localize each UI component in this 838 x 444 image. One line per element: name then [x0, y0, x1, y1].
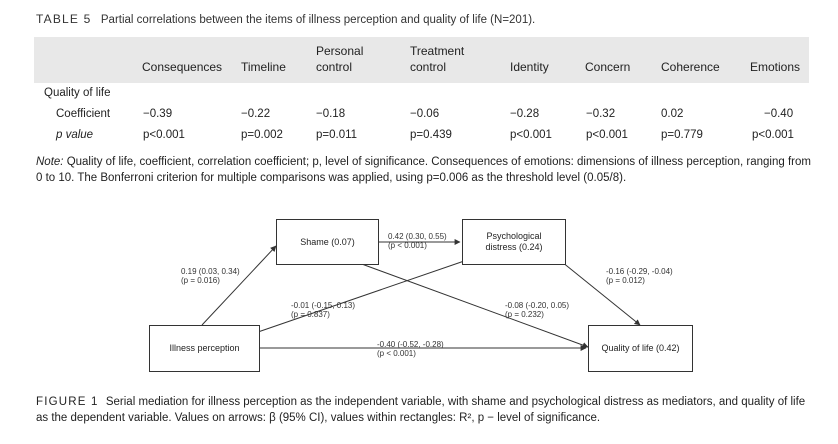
table-cell: p=0.011	[316, 129, 358, 141]
label-shame-distress: 0.42 (0.30, 0.55) (p < 0.001)	[388, 232, 447, 250]
table-cell: −0.39	[143, 108, 173, 120]
col-header-consequences: Consequences	[142, 60, 223, 74]
label-illness-qol-beta: -0.40 (-0.52, -0.28)	[377, 340, 444, 349]
table-cell: p<0.001	[510, 129, 552, 141]
figure-label: FIGURE 1	[36, 396, 99, 408]
label-shame-qol-p: (p = 0.232)	[505, 310, 544, 319]
table-cell: −0.28	[510, 108, 540, 120]
arrow-distress-to-qol	[561, 261, 641, 326]
box-shame: Shame (0.07)	[276, 219, 379, 265]
arrow-shame-to-qol	[339, 255, 589, 348]
table-header: Consequences Timeline Personal control T…	[34, 37, 809, 83]
col-header-treatment-control-line1: Treatment	[410, 44, 465, 58]
table-cell: p=0.002	[241, 129, 283, 141]
col-header-concern: Concern	[585, 60, 631, 74]
label-illness-shame: 0.19 (0.03, 0.34) (p = 0.016)	[181, 267, 240, 285]
box-distress-line2: distress (0.24)	[485, 242, 543, 252]
col-header-personal-control-line2: control	[316, 60, 353, 74]
col-header-personal-control-line1: Personal	[316, 44, 364, 58]
table-title: TABLE 5 Partial correlations between the…	[36, 12, 535, 26]
box-psychological-distress: Psychological distress (0.24)	[462, 219, 566, 265]
table-cell: 0.02	[661, 108, 684, 120]
table-note: Note: Quality of life, coefficient, corr…	[36, 154, 816, 186]
box-illness-perception: Illness perception	[149, 325, 260, 372]
row-label-p-value: p value	[56, 129, 94, 141]
label-illness-distress-beta: -0.01 (-0.15, 0.13)	[291, 301, 356, 310]
table-cell: −0.06	[410, 108, 440, 120]
table-label: TABLE 5	[36, 12, 92, 26]
label-illness-distress-p: (p = 0.837)	[291, 310, 330, 319]
label-shame-distress-beta: 0.42 (0.30, 0.55)	[388, 232, 447, 241]
row-label-coefficient: Coefficient	[56, 108, 111, 120]
label-illness-shame-beta: 0.19 (0.03, 0.34)	[181, 267, 240, 276]
table-caption: Partial correlations between the items o…	[100, 14, 536, 26]
arrow-illness-to-distress	[257, 257, 471, 333]
table-note-label: Note:	[36, 156, 64, 168]
figure-caption-text: Serial mediation for illness perception …	[36, 396, 806, 424]
label-illness-qol-p: (p < 0.001)	[377, 349, 416, 358]
table-cell: p<0.001	[143, 129, 185, 141]
mediation-diagram: Shame (0.07) Psychological distress (0.2…	[140, 212, 720, 382]
table-cell: p=0.439	[410, 129, 452, 141]
table-cell: −0.22	[241, 108, 271, 120]
table-cell: −0.18	[316, 108, 346, 120]
col-header-identity: Identity	[510, 60, 549, 74]
table-cell: p<0.001	[586, 129, 628, 141]
arrow-illness-to-shame	[201, 245, 277, 326]
box-quality-of-life: Quality of life (0.42)	[588, 325, 693, 372]
table-cell: p=0.779	[661, 129, 703, 141]
label-distress-qol-beta: -0.16 (-0.29, -0.04)	[606, 267, 673, 276]
table-cell: p<0.001	[752, 129, 794, 141]
label-shame-distress-p: (p < 0.001)	[388, 241, 427, 250]
label-illness-qol: -0.40 (-0.52, -0.28) (p < 0.001)	[377, 340, 444, 358]
figure-caption: FIGURE 1 Serial mediation for illness pe…	[36, 394, 816, 426]
label-shame-qol: -0.08 (-0.20, 0.05) (p = 0.232)	[505, 301, 569, 319]
col-header-treatment-control-line2: control	[410, 60, 447, 74]
box-distress-line1: Psychological	[486, 231, 542, 241]
col-header-emotions: Emotions	[750, 60, 801, 74]
table-note-text: Quality of life, coefficient, correlatio…	[36, 156, 811, 184]
col-header-timeline: Timeline	[241, 60, 286, 74]
label-shame-qol-beta: -0.08 (-0.20, 0.05)	[505, 301, 570, 310]
table-cell: −0.40	[764, 108, 794, 120]
row-group-label: Quality of life	[44, 87, 111, 99]
label-illness-distress: -0.01 (-0.15, 0.13) (p = 0.837)	[291, 301, 355, 319]
label-distress-qol-p: (p = 0.012)	[606, 276, 645, 285]
label-distress-qol: -0.16 (-0.29, -0.04) (p = 0.012)	[606, 267, 673, 285]
col-header-coherence: Coherence	[661, 60, 720, 74]
table-cell: −0.32	[586, 108, 616, 120]
label-illness-shame-p: (p = 0.016)	[181, 276, 220, 285]
diagram-arrows	[201, 239, 641, 351]
